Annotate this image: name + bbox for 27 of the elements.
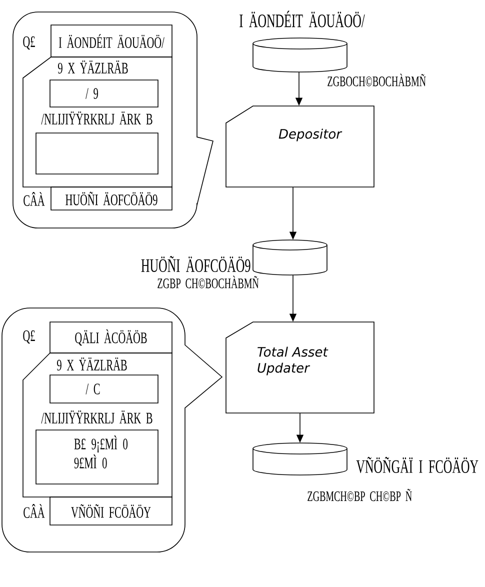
database-note: ZGBP CH©BOCHÀBMÑ (158, 276, 259, 288)
data-box: VÑÖÑI FCÖÄÖY (50, 496, 172, 526)
side-label: Q£ (23, 36, 35, 50)
process-box: Total Asset Updater (226, 322, 374, 414)
box-heading: 9 X ŸÄZLRÄB (57, 357, 127, 371)
database-title: HUÖÑI ÄOFCÖÄÖ9 (141, 256, 250, 272)
side-label: CÂÀ (24, 504, 45, 518)
callout-bubble (2, 308, 222, 552)
database-title: I ÄONDÉIT ÄOUÄOÖ/ (240, 10, 365, 28)
data-box: / C (50, 374, 158, 404)
card-frame (22, 56, 172, 188)
data-box: / 9 (50, 80, 158, 108)
box-heading: 9 X ŸÄZLRÄB (58, 60, 128, 74)
data-box: HUÖÑI ÄOFCÖÄÖ9 (50, 186, 172, 210)
box-heading: /NLIJIŸŸRKRLJ ÄRK B (41, 111, 152, 125)
data-box: QÄLI ÀCÖÄÖB (50, 322, 172, 354)
callout-bubble (12, 12, 214, 228)
side-label: CÂÀ (24, 192, 45, 206)
side-label: Q£ (23, 330, 35, 344)
database-title: VÑÖÑGÄÏ I FCÖÄÖY (356, 456, 478, 474)
box-heading: /NLIJIŸŸRKRLJ ÄRK B (41, 410, 152, 424)
process-box: Depositor (226, 106, 374, 188)
database-note: ZGBMCH©BP CH©BP Ñ (308, 488, 412, 502)
card-frame (22, 352, 172, 498)
database-note: ZGBOCH©BOCHÀBMÑ (328, 74, 426, 86)
data-box: I ÄONDÉIT ÄOUÄOÖ/ (50, 24, 172, 58)
data-box: B£ 9¡£MÌ 0 9£MÌ 0 (36, 430, 158, 484)
